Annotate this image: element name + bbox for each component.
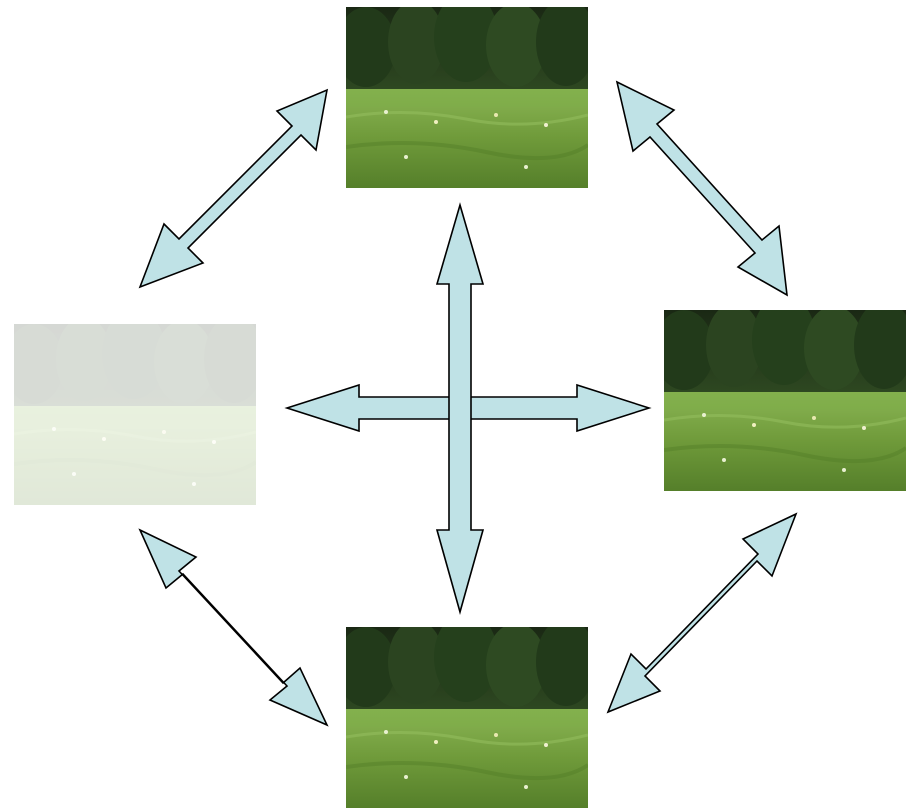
cross-arrow-vertical [435, 202, 485, 615]
double-arrow-top-left [138, 88, 329, 289]
double-arrow-top-right [615, 80, 788, 297]
meadow-photo-left-faded [14, 324, 256, 505]
double-arrow-bottom-right [606, 512, 798, 714]
double-arrow-bottom-left [138, 528, 329, 727]
